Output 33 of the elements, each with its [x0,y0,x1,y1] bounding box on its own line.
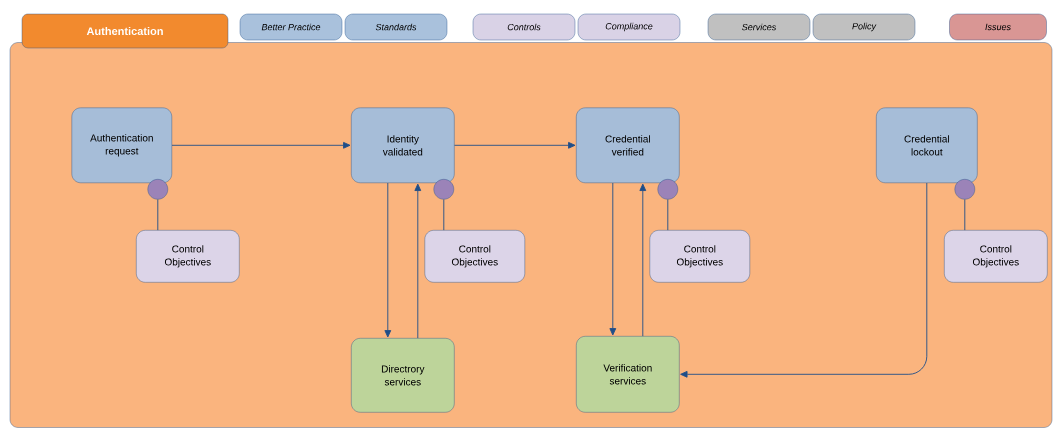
legend-pill: Better Practice [239,13,343,41]
leader-line [964,199,966,231]
arrow [384,182,392,338]
arrow [414,183,422,339]
legend-pill: Policy [812,13,916,41]
legend-pill: Issues [949,13,1047,41]
arrow [171,141,351,149]
objective-box: Control Objectives [424,230,525,283]
connector-circle [147,179,168,200]
leader-line [157,199,159,231]
legend-pill: Standards [344,13,448,41]
objective-box: Control Objectives [136,230,240,283]
service-box: Directrory services [351,338,455,413]
objective-box: Control Objectives [649,230,750,283]
connector-circle [954,179,975,200]
panel-tab: Authentication [21,13,229,49]
connector-circle [657,179,678,200]
arrow [609,182,617,336]
process-box: Authentication request [71,107,172,183]
arrow [680,182,928,378]
process-box: Credential lockout [876,107,978,183]
connector-circle [433,179,454,200]
objective-box: Control Objectives [944,230,1048,283]
leader-line [667,199,669,231]
service-box: Verification services [576,336,680,413]
legend-pill: Controls [472,13,576,41]
leader-line [443,199,445,231]
process-box: Identity validated [351,107,455,183]
arrow [639,183,647,337]
arrow [454,141,576,149]
legend-pill: Compliance [577,13,681,41]
legend-pill: Services [707,13,811,41]
process-box: Credential verified [576,107,680,183]
